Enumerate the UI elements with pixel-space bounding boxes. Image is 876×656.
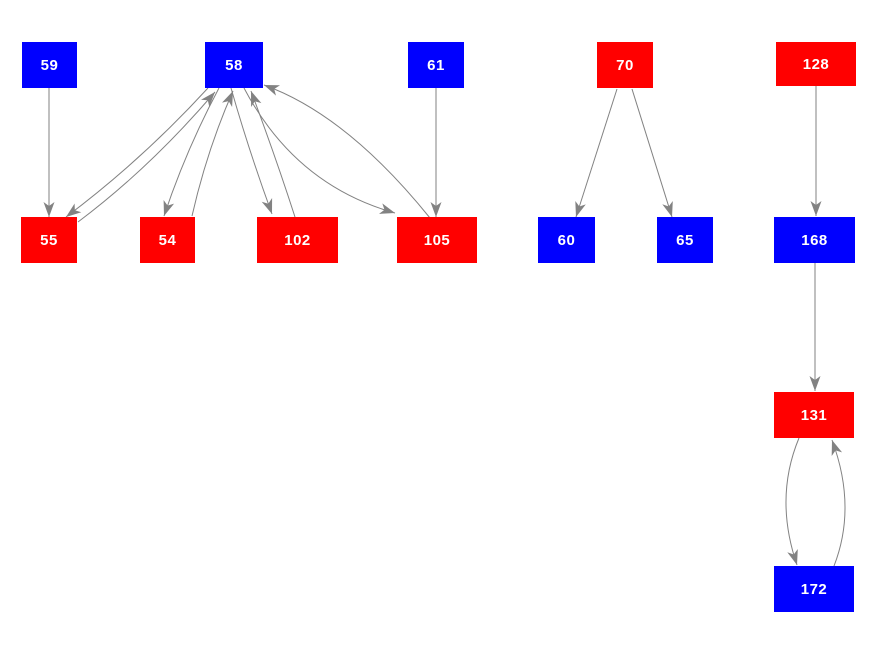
- node-label: 58: [225, 56, 243, 74]
- edge-58-to-55: [65, 87, 209, 218]
- edge-102-to-58: [250, 90, 296, 218]
- node-label: 172: [800, 580, 828, 598]
- node-168[interactable]: 168: [774, 217, 855, 263]
- arrowhead-icon: [662, 201, 673, 217]
- node-label: 55: [40, 231, 58, 249]
- node-65[interactable]: 65: [657, 217, 713, 263]
- node-128[interactable]: 128: [776, 42, 856, 86]
- edge-128-to-168: [810, 86, 822, 216]
- edge-58-to-54: [163, 87, 220, 217]
- node-58[interactable]: 58: [205, 42, 263, 88]
- edge-54-to-58: [191, 90, 234, 217]
- arrowhead-icon: [261, 198, 273, 214]
- edge-55-to-58: [77, 91, 216, 223]
- node-59[interactable]: 59: [22, 42, 77, 88]
- arrowhead-icon: [251, 91, 262, 107]
- node-label: 128: [802, 55, 830, 73]
- edge-70-to-60: [575, 88, 618, 218]
- node-label: 105: [423, 231, 451, 249]
- edge-131-to-172: [785, 437, 800, 566]
- edge-70-to-65: [631, 88, 673, 218]
- edge-61-to-105: [430, 88, 442, 217]
- node-label: 60: [557, 231, 576, 249]
- arrowhead-icon: [831, 440, 843, 456]
- node-label: 131: [800, 406, 828, 424]
- edge-172-to-131: [831, 439, 846, 567]
- edge-105-to-58: [263, 84, 431, 219]
- arrowhead-icon: [379, 203, 395, 214]
- node-label: 102: [284, 231, 311, 249]
- arrowhead-icon: [787, 549, 798, 565]
- edge-168-to-131: [809, 263, 821, 391]
- node-131[interactable]: 131: [774, 392, 854, 438]
- arrowhead-icon: [809, 376, 821, 391]
- node-label: 59: [40, 56, 59, 74]
- node-label: 61: [427, 56, 445, 74]
- node-102[interactable]: 102: [257, 217, 338, 263]
- arrowhead-icon: [575, 201, 586, 217]
- node-54[interactable]: 54: [140, 217, 195, 263]
- edge-58-to-105: [243, 87, 396, 214]
- node-label: 168: [801, 231, 828, 249]
- arrowhead-icon: [430, 202, 442, 217]
- arrowhead-icon: [810, 201, 822, 216]
- arrowhead-icon: [222, 91, 233, 107]
- node-60[interactable]: 60: [538, 217, 595, 263]
- arrowhead-icon: [264, 85, 280, 96]
- node-label: 65: [676, 231, 694, 249]
- node-61[interactable]: 61: [408, 42, 464, 88]
- edge-58-to-102: [230, 87, 273, 215]
- node-label: 70: [616, 56, 634, 74]
- node-label: 54: [158, 231, 177, 249]
- arrowhead-icon: [43, 202, 55, 217]
- arrowhead-icon: [66, 203, 82, 217]
- arrowhead-icon: [163, 200, 175, 216]
- node-55[interactable]: 55: [21, 217, 77, 263]
- node-105[interactable]: 105: [397, 217, 477, 263]
- arrowhead-icon: [201, 92, 215, 107]
- node-70[interactable]: 70: [597, 42, 653, 88]
- node-172[interactable]: 172: [774, 566, 854, 612]
- edge-59-to-55: [43, 88, 55, 217]
